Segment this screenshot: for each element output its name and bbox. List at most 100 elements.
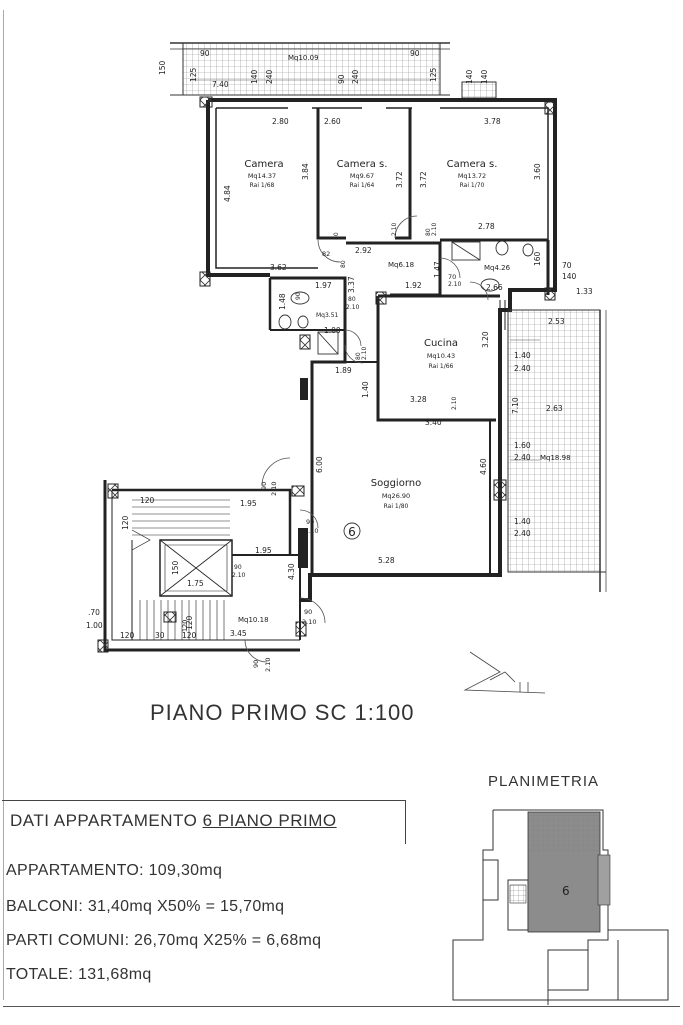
dim: 90 xyxy=(260,482,268,490)
dim: 1.75 xyxy=(187,579,204,588)
stair-area xyxy=(103,480,301,652)
dim: 90 xyxy=(200,49,210,58)
door-swings xyxy=(244,215,489,663)
dim: 3.60 xyxy=(533,163,542,180)
dim: 1.40 xyxy=(514,517,531,526)
dim: 150 xyxy=(158,60,167,75)
area-label: Mq10.09 xyxy=(288,54,319,62)
room-name: Camera xyxy=(244,159,283,170)
planimetria-title: PLANIMETRIA xyxy=(488,773,600,790)
dim: 1.60 xyxy=(514,441,531,450)
dim: 3.37 xyxy=(347,276,356,293)
dim: 1.00 xyxy=(324,326,341,335)
dim: 140 xyxy=(250,69,259,84)
dim: 125 xyxy=(429,67,438,82)
dim: 80 xyxy=(340,260,347,268)
dim: 7.10 xyxy=(511,397,520,414)
dim: 3.45 xyxy=(230,629,247,638)
dim: 140 xyxy=(562,272,577,281)
room-rai: Rai 1/80 xyxy=(384,503,409,510)
room-area: Mq13.72 xyxy=(458,172,486,180)
dim: 80 xyxy=(355,352,362,360)
dim: 3.28 xyxy=(410,395,427,404)
dim: 120 xyxy=(140,496,155,505)
dim: 90 xyxy=(234,564,242,571)
dim: 80 xyxy=(425,228,432,236)
dim: 70 xyxy=(562,261,572,270)
balcony-right xyxy=(507,309,607,592)
dim: 2.40 xyxy=(514,529,531,538)
dim: 2.10 xyxy=(448,281,462,288)
dim: 90 xyxy=(295,292,302,300)
sheet-border-bottom xyxy=(3,1006,680,1007)
apartment-walls xyxy=(206,98,557,602)
area-label: Mq6.18 xyxy=(388,261,414,269)
room-rai: Rai 1/70 xyxy=(460,182,485,189)
room-labels: Camera Mq14.37 Rai 1/68 Camera s. Mq9.67… xyxy=(244,159,497,510)
dim: 2.10 xyxy=(346,304,360,311)
dim: 140 xyxy=(480,69,489,84)
dim: 2.53 xyxy=(548,317,565,326)
area-labels: Mq10.09 Mq6.18 Mq4.26 Mq3.51 Mq18.98 Mq1… xyxy=(238,54,571,624)
dim: 2.40 xyxy=(514,364,531,373)
dim: 150 xyxy=(171,560,180,575)
apartment-data-title-prefix: DATI APPARTAMENTO xyxy=(10,811,203,830)
dim: 70 xyxy=(448,273,456,281)
dim: 3.78 xyxy=(484,117,501,126)
dim: 2.60 xyxy=(324,117,341,126)
balcony-highlight xyxy=(597,854,611,906)
room-rai: Rai 1/64 xyxy=(350,182,375,189)
dim: 1.00 xyxy=(86,621,103,630)
hatch-area xyxy=(530,812,600,852)
dim: 4.84 xyxy=(223,185,232,202)
apartment-data-title-unit: 6 PIANO PRIMO xyxy=(202,811,337,830)
summary-appartamento: APPARTAMENTO: 109,30mq xyxy=(6,862,223,879)
floor-plan: Camera Mq14.37 Rai 1/68 Camera s. Mq9.67… xyxy=(86,42,607,694)
room-name: Soggiorno xyxy=(371,478,421,489)
technical-shafts xyxy=(97,96,556,653)
dim: 1.47 xyxy=(433,261,442,278)
dim: 3.84 xyxy=(301,163,310,180)
dim: 90 xyxy=(306,518,314,526)
dim: 120 xyxy=(181,620,189,632)
dim: 1.92 xyxy=(405,281,422,290)
room-area: Mq26.90 xyxy=(382,492,410,500)
summary-parti-comuni: PARTI COMUNI: 26,70mq X25% = 6,68mq xyxy=(6,932,322,949)
apartment-number-circle xyxy=(343,522,361,540)
dim: 4.30 xyxy=(287,563,296,580)
dim: 120 xyxy=(121,515,130,530)
dim: 3.20 xyxy=(481,331,490,348)
planimetria-unit-number: 6 xyxy=(562,884,570,898)
dim: 3.40 xyxy=(425,418,442,427)
room-name: Cucina xyxy=(424,338,458,349)
dim: 2.10 xyxy=(391,222,398,236)
dim: 90 xyxy=(252,660,260,668)
dim: 1.97 xyxy=(315,281,332,290)
dim: 2.10 xyxy=(361,346,368,360)
dim: 80 xyxy=(348,296,356,303)
balcony-top xyxy=(170,42,450,96)
room-area: Mq10.43 xyxy=(427,352,455,360)
dim: 2.80 xyxy=(272,117,289,126)
dim: 1.33 xyxy=(576,287,593,296)
dim: 2.40 xyxy=(514,453,531,462)
dim: 2.10 xyxy=(431,222,438,236)
dim: 240 xyxy=(351,69,360,84)
dimension-labels: 2.80 2.60 3.78 2.78 3.62 2.92 1.92 1.97 … xyxy=(86,49,593,640)
bathroom-fixtures xyxy=(278,240,534,355)
apartment-number: 6 xyxy=(348,525,356,539)
dim: 2.92 xyxy=(355,246,372,255)
room-rai: Rai 1/68 xyxy=(250,182,275,189)
dim: 2.78 xyxy=(478,222,495,231)
planimetria-site-plan: 6 xyxy=(452,809,669,1005)
dim: 2.10 xyxy=(232,572,246,579)
area-label: Mq18.98 xyxy=(540,454,571,462)
dim: 120 xyxy=(185,615,194,630)
dim: 4.60 xyxy=(479,458,488,475)
dim: 2.10 xyxy=(302,618,316,626)
dim: 1.95 xyxy=(240,499,257,508)
dim: .70 xyxy=(88,608,100,617)
room-area: Mq9.67 xyxy=(350,172,374,180)
dim: 240 xyxy=(265,69,274,84)
dim: 120 xyxy=(120,631,135,640)
